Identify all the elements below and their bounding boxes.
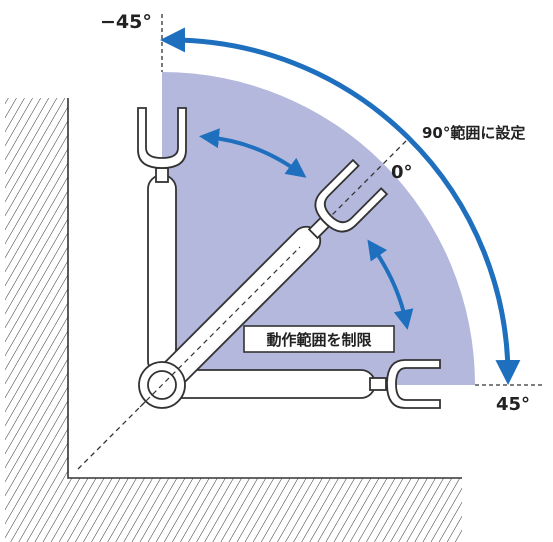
range-arrow-90 (160, 27, 521, 385)
arm-vertical (137, 107, 187, 376)
label-range-limit: 動作範囲を制限 (266, 331, 371, 349)
label-zero: 0° (391, 162, 413, 183)
wall-hatch (5, 98, 462, 542)
label-pos45: 45° (496, 394, 530, 415)
motion-arrow-upper (199, 128, 307, 178)
wall-edge (67, 98, 462, 479)
fork-diag-icon (314, 158, 389, 233)
fork-right-icon (386, 359, 441, 409)
label-neg45: −45° (100, 11, 152, 33)
range-limit-callout: 動作範囲を制限 (243, 325, 395, 353)
arm-horizontal (164, 359, 441, 409)
guide-zero-overlay (139, 246, 301, 408)
fork-top-icon (137, 107, 187, 169)
motion-arrow-lower (367, 239, 414, 330)
label-range-setting: 90°範囲に設定 (422, 124, 525, 142)
